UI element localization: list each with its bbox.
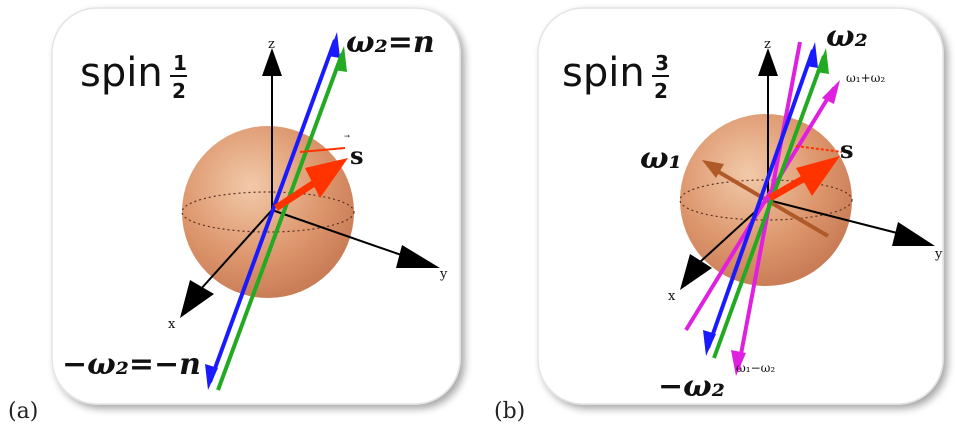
panel-a-y-axis bbox=[271, 209, 411, 259]
panel-b-y-label: y bbox=[934, 247, 943, 262]
panel-b-omega1-arrowhead bbox=[702, 160, 724, 178]
panel-b-x-arrowhead bbox=[680, 254, 712, 290]
panel-a-x-axis bbox=[199, 209, 273, 291]
panel-a-n-green-line bbox=[216, 53, 344, 391]
panel-a-equator bbox=[181, 191, 355, 233]
panel-a-sphere bbox=[182, 126, 354, 298]
panel-b-blue-bottom-arrowhead bbox=[703, 330, 716, 356]
panel-a-label: (a) bbox=[8, 399, 38, 424]
panel-b-frac-num: 3 bbox=[655, 51, 669, 75]
panel-b-magenta-line-2 bbox=[684, 86, 836, 332]
panel-a-s-arrowhead bbox=[305, 158, 348, 198]
panel-a-x-arrowhead bbox=[180, 280, 214, 318]
panel-b-y-axis bbox=[767, 199, 906, 236]
panel-a-z-label: z bbox=[268, 37, 275, 52]
panel-a-omega2-blue-line bbox=[208, 39, 337, 383]
panel-b-frac-den: 2 bbox=[654, 79, 668, 103]
panel-b-s-projection bbox=[795, 145, 843, 153]
panel-b-s-label: s bbox=[840, 135, 854, 164]
panel-b-magenta-1-bottom-arrowhead bbox=[731, 350, 746, 376]
panel-a-frac-den: 2 bbox=[172, 79, 186, 103]
panel-b-green-line bbox=[712, 55, 826, 359]
panel-b-s-arrowhead bbox=[796, 156, 840, 196]
panel-a-omega2-blue-top-arrowhead bbox=[328, 32, 340, 58]
panel-a-s-label: s bbox=[350, 141, 364, 170]
panel-a-s-projection bbox=[299, 147, 346, 153]
panel-a-top-label: ω₂=n bbox=[346, 25, 435, 60]
panel-b-z-label: z bbox=[764, 37, 771, 52]
panel-a-omega2-blue-bottom-arrowhead bbox=[205, 364, 218, 390]
panel-a-bottom-label: −ω₂=−n bbox=[62, 347, 201, 382]
panel-b-spin-word: spin bbox=[562, 50, 645, 96]
panel-b-green-top-arrowhead bbox=[816, 48, 829, 74]
panel-b-z-arrowhead bbox=[758, 48, 778, 76]
panel-a: spin 1 2 z y x s ⃗ ω₂=n −ω₂=−n (a) bbox=[8, 7, 461, 424]
panel-b-magenta-2-top-arrowhead bbox=[822, 80, 840, 104]
panel-b-label: (b) bbox=[494, 399, 525, 424]
panel-b-omega1-label: ω₁ bbox=[640, 141, 682, 176]
panel-b-omega-diff-label: ω₁−ω₂ bbox=[736, 361, 775, 375]
panel-a-y-arrowhead bbox=[396, 245, 440, 268]
panel-b-blue-top-arrowhead bbox=[806, 42, 818, 68]
panel-a-frac-num: 1 bbox=[173, 51, 187, 75]
panel-a-n-green-top-arrowhead bbox=[334, 46, 347, 72]
panel-b-omega-sum-label: ω₁+ω₂ bbox=[846, 71, 885, 85]
panel-b: spin 3 2 z y x ω₁ bbox=[494, 7, 944, 424]
panel-a-y-label: y bbox=[439, 267, 448, 282]
panel-a-x-label: x bbox=[168, 317, 176, 332]
panel-b-omega2-bottom-label: −ω₂ bbox=[658, 369, 725, 404]
panel-b-omega2-top-label: ω₂ bbox=[826, 19, 868, 54]
panel-b-x-label: x bbox=[668, 289, 676, 304]
panel-b-blue-line bbox=[706, 49, 815, 349]
panel-a-z-arrowhead bbox=[262, 48, 282, 76]
panel-b-y-arrowhead bbox=[892, 222, 935, 246]
panel-a-spin-word: spin bbox=[80, 50, 163, 96]
